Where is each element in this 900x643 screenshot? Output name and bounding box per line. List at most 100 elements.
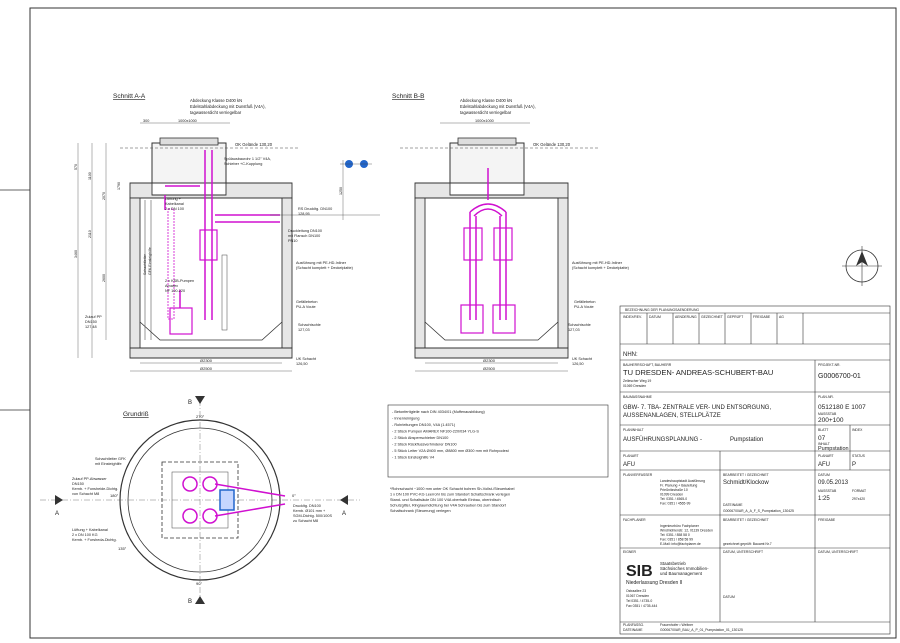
tb-measure-1: GBW- 7. TBA- ZENTRALE VER- UND ENTSORGUN…: [623, 405, 771, 411]
tb-measure-label: BAUMASSNAHME: [623, 395, 653, 399]
tb-format: 297x420: [852, 497, 865, 501]
note-footer-line: Schutzgitter, Ringraumdichtung bei V4A S…: [390, 504, 507, 508]
tb-sib-branch: Niederlassung Dresden II: [626, 580, 682, 586]
plan-vent-note-3: Kernb. + Forsheda-Dichtg.: [72, 538, 117, 542]
section-bb: Schnitt B-B Abdeckung Klasse D400 kN Ede…: [392, 93, 630, 372]
north-arrow-icon: [842, 246, 882, 286]
benching-aa: [139, 321, 283, 341]
note-item: - Betonfertigteile nach DIN 4034/01 (Muf…: [392, 410, 486, 414]
aa-vent-note-3: 2 x DN 100: [165, 207, 184, 211]
cover-bb: [457, 137, 517, 146]
shaft-neck-bb: [449, 142, 525, 184]
note-item: - 2 Stück Pumpen AMAREX NF100-220/034 YL…: [392, 430, 479, 434]
tb-status-label: STATUS: [852, 454, 866, 458]
aa-ladder-note-1: Schachtleiter: [143, 253, 147, 275]
tb-rev-col: GEZEICHNET: [701, 315, 723, 319]
aa-dim-v-2: 1100: [88, 172, 92, 180]
tb-designer-line: Fr. Planung + Bauleitung: [660, 484, 697, 488]
tb-sib-name-1: Staatsbetrieb: [660, 561, 686, 566]
plan-press-note-4: zu Schacht M8: [293, 519, 318, 523]
tb-sib-name-3: und Baumanagement: [660, 571, 703, 576]
aa-pump-note-3: NF 100-220: [165, 289, 185, 293]
tb-planer-label: PLANFASSG.: [623, 623, 644, 627]
plan-title: Grundriß: [123, 411, 149, 418]
tb-sib-name-2: Sächsisches Immobilien-: [660, 566, 709, 571]
aa-press-note-2: mit Flansch DN100: [288, 234, 320, 238]
plan-inflow-note-4: von Schacht M8: [72, 492, 99, 496]
tb-rev-col: FREIGABE: [753, 315, 771, 319]
tb-rev-col: GEPRÜFT: [727, 315, 743, 319]
notes-frame: [387, 404, 609, 478]
aa-pump-note-2: Amarex: [165, 284, 178, 288]
tb-drawn: Schmidt/Klockow: [723, 480, 769, 486]
tb-plan-type-label: PLANINHALT: [623, 428, 644, 432]
tb-planart: AFU: [623, 462, 635, 468]
tb-fileline-label: DATEINAME: [623, 628, 643, 632]
tb-revision-header: BEZEICHNUNG DER PLANUNGSAENDERUNG: [625, 308, 699, 312]
bb-pe-note-1: Ausführung mit PE-HD-Inliner: [572, 261, 623, 265]
aa-pipe-note-2: Schieber +C-Kupplung: [224, 162, 262, 166]
plan-deg-90: 90°: [196, 581, 202, 586]
tb-sign-col-1: DATUM, UNTERSCHRIFT: [723, 550, 763, 554]
aa-pipe-note-1: Spülausbaurohr 1 1/2" V4A,: [224, 157, 271, 161]
wall-left-aa: [129, 197, 141, 349]
plan-deg-180: 180°: [110, 493, 119, 498]
deck-slab-bb: [414, 182, 569, 199]
bb-sole-note-2: 127,03: [568, 328, 580, 332]
aa-uk-note-2: 126,50: [296, 362, 308, 366]
tb-scale-label: MASSSTAB: [818, 412, 837, 416]
tb-owner-label: EIGNER: [623, 550, 637, 554]
aa-pump-note-1: 2 x KSB-Pumpen: [165, 279, 194, 283]
aa-dim-v-5: 2600: [102, 274, 106, 282]
tb-planart2: AFU: [818, 462, 830, 468]
tb-drawn-label: BEARBEITET / GEZEICHNET: [723, 473, 769, 477]
note-footer-line: Schaltschrank (Steuerung) verlegen: [390, 509, 451, 513]
aa-dim-v-7: 1790: [117, 182, 121, 190]
tb-nhn: NHN:: [623, 352, 638, 358]
tb-sib-addr-line: Tel 0351 / 4735-0: [626, 599, 652, 603]
aa-press-note-1: Druckleitung DN100: [288, 229, 322, 233]
tb-plan-no-label: PLAN-NR.: [818, 395, 834, 399]
note-footer-line: Stand- und Schaltsäule DN 100 V4A oberha…: [390, 498, 501, 502]
bb-sole-note-1: Schachtsohle: [568, 323, 591, 327]
wall-right-bb: [557, 197, 569, 349]
plan-marker-b-top: B: [188, 400, 192, 406]
tb-project-no-label: PROJEKT-NR.: [818, 363, 840, 367]
bb-dim-outer: Ø2500: [483, 366, 496, 371]
tb-format-label: FORMAT: [852, 489, 866, 493]
section-bb-ok-label: OK Gelände 130,20: [533, 142, 571, 147]
section-bb-cover-note-3: tagwasserdicht verriegelbar: [460, 110, 512, 115]
tb-sheet-label: BLATT: [818, 428, 828, 432]
aa-inflow-note-3: 127,48: [85, 325, 97, 329]
tb-client-addr-2: 01069 Dresden: [623, 384, 646, 388]
tb-designer-line: Fax: 0351 / 4565-99: [660, 502, 690, 506]
note-footer-line: 1 x DN 100 PVC-KG Leerrohr bis zum Stand…: [390, 493, 510, 497]
aa-rs-note-2: 128,95: [298, 212, 310, 216]
tb-content: Pumpstation: [818, 446, 849, 452]
plan-marker-a-right: A: [342, 511, 346, 517]
tb-date-label: DATUM: [818, 473, 830, 477]
tb-sheet: 07: [818, 435, 826, 442]
sheet-border: [29, 7, 897, 639]
tb-checker-line: Fax: 0351 / 858 58 99: [660, 538, 693, 542]
tb-designer-label: PLANVERFASSER: [623, 473, 653, 477]
tb-designer-line: Tel: 0351 / 4565-0: [660, 497, 687, 501]
plan-view: Grundriß B B A A 270° 180° 0° 90°: [40, 396, 360, 605]
tb-planer: Frauenhofer • Weltner: [660, 623, 694, 627]
tb-sib-addr-line: 01067 Dresden: [626, 594, 649, 598]
plan-press-note-2: Kernb. Ø101 mm +: [293, 509, 326, 513]
aa-vent-note-1: Lüftung +: [165, 197, 182, 201]
tb-planart-label: PLANART: [623, 454, 639, 458]
tb-note-label: gezeichnet geprüft: Bauamt Nr.7: [723, 542, 772, 546]
plan-pumps: [182, 476, 286, 524]
pipework-aa: [164, 150, 280, 335]
title-block-text: BEZEICHNUNG DER PLANUNGSAENDERUNG INDEX/…: [623, 308, 866, 632]
tb-project-no: G0006700-01: [818, 373, 861, 380]
aa-gravel-note-2: PU-A Voute: [296, 305, 316, 309]
cover-aa: [159, 137, 219, 146]
bb-pe-note-2: (Schacht komplett + Deckelplatte): [572, 266, 630, 270]
plan-vent-note-1: Lüftung + Kabelkanal: [72, 528, 108, 532]
tb-client: TU DRESDEN- ANDREAS-SCHUBERT-BAU: [623, 368, 773, 377]
